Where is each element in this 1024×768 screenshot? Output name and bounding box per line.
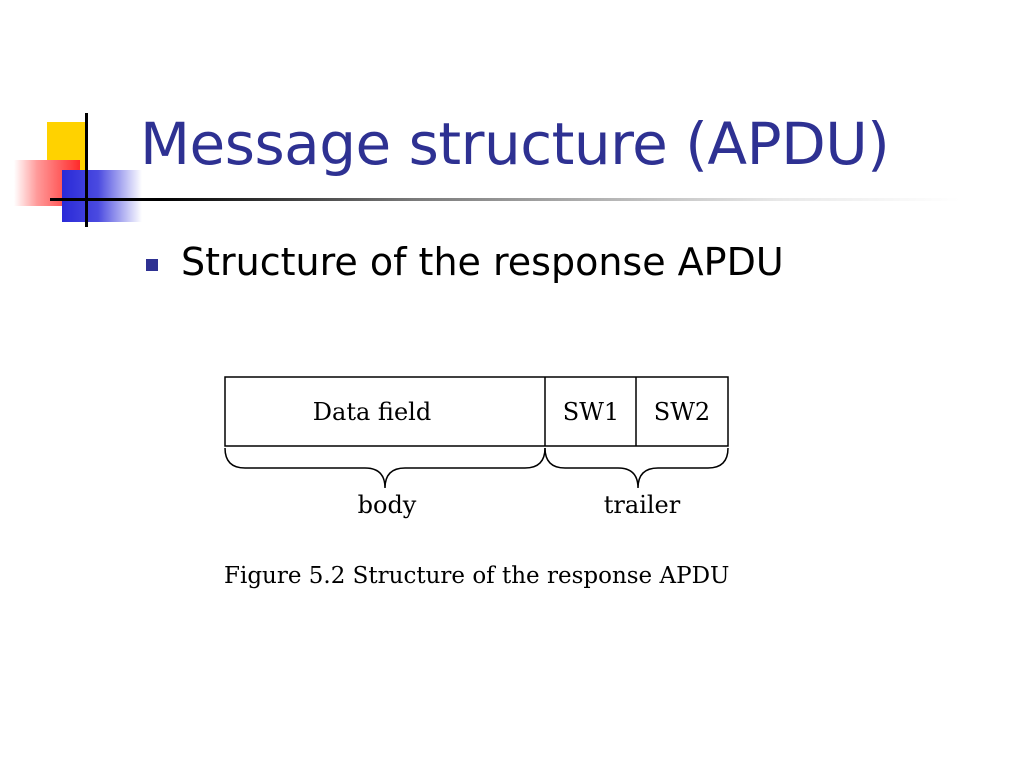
square-bullet-icon [146, 259, 158, 271]
body-brace [224, 447, 546, 489]
sw2-label: SW2 [654, 398, 710, 426]
bullet-text: Structure of the response APDU [181, 240, 784, 284]
body-label: body [358, 491, 417, 519]
vertical-rule-decoration [85, 113, 88, 227]
trailer-label: trailer [604, 491, 681, 519]
trailer-brace [544, 447, 729, 489]
data-field-label: Data field [313, 398, 431, 426]
blue-gradient-decoration [62, 170, 142, 222]
slide-title: Message structure (APDU) [140, 110, 890, 178]
sw1-label: SW1 [563, 398, 619, 426]
apdu-outer-box [224, 376, 729, 447]
bullet-item: Structure of the response APDU [146, 240, 784, 284]
title-underline-rule [50, 198, 960, 201]
figure-caption: Figure 5.2 Structure of the response APD… [224, 563, 729, 589]
